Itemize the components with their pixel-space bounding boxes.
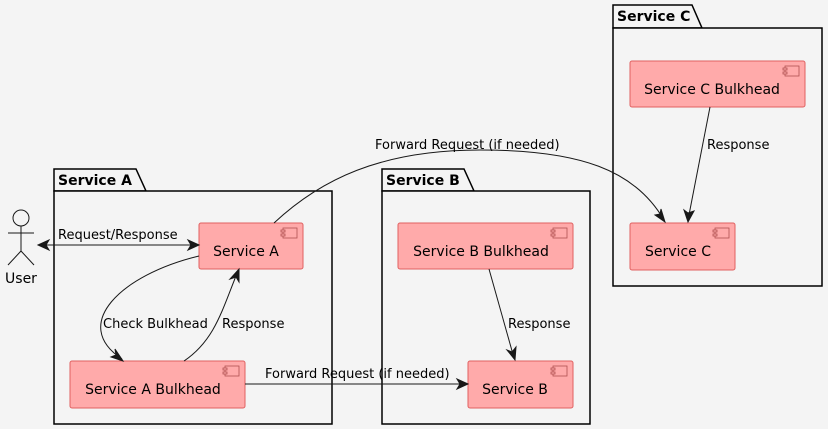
component-service-c-label: Service C bbox=[645, 244, 711, 260]
component-service-a-bulkhead-label: Service A Bulkhead bbox=[85, 382, 221, 398]
component-service-b-bulkhead-label: Service B Bulkhead bbox=[413, 244, 549, 260]
component-service-c-bulkhead: Service C Bulkhead bbox=[629, 60, 806, 108]
component-icon bbox=[550, 365, 568, 377]
edge-a-to-c-forward-label: Forward Request (if needed) bbox=[375, 138, 560, 153]
component-service-c: Service C bbox=[629, 222, 736, 271]
package-service-a-title: Service A bbox=[58, 173, 132, 189]
edge-service-a-to-bulkhead: Check Bulkhead bbox=[100, 255, 208, 362]
edge-user-service-a: Request/Response bbox=[36, 228, 201, 252]
edge-check-bulkhead-label: Check Bulkhead bbox=[103, 317, 208, 332]
component-icon bbox=[222, 365, 240, 377]
component-service-c-bulkhead-label: Service C Bulkhead bbox=[644, 82, 780, 98]
component-service-b-bulkhead: Service B Bulkhead bbox=[397, 222, 574, 270]
component-service-a: Service A bbox=[198, 222, 304, 270]
component-icon bbox=[280, 227, 298, 239]
component-service-a-bulkhead: Service A Bulkhead bbox=[69, 360, 246, 409]
edge-bulkhead-response-label: Response bbox=[222, 317, 284, 332]
actor-user: User bbox=[5, 209, 37, 287]
edge-user-service-a-label: Request/Response bbox=[58, 228, 178, 243]
edge-service-a-to-service-c: Forward Request (if needed) bbox=[273, 138, 666, 224]
component-service-b-label: Service B bbox=[482, 382, 548, 398]
edge-c-bulkhead-response-label: Response bbox=[707, 138, 769, 153]
edge-a-bulkhead-forward-label: Forward Request (if needed) bbox=[265, 367, 450, 382]
edge-c-bulkhead-to-service-c: Response bbox=[683, 106, 769, 224]
component-icon bbox=[782, 65, 800, 77]
component-service-a-label: Service A bbox=[213, 244, 279, 260]
edge-b-bulkhead-to-service-b: Response bbox=[488, 268, 570, 362]
edge-b-bulkhead-response-label: Response bbox=[508, 317, 570, 332]
actor-user-label: User bbox=[5, 271, 37, 287]
edge-a-bulkhead-to-service-b: Forward Request (if needed) bbox=[245, 367, 470, 391]
component-icon bbox=[550, 227, 568, 239]
edge-bulkhead-to-service-a: Response bbox=[183, 267, 284, 362]
package-service-c-title: Service C bbox=[617, 9, 690, 25]
component-icon bbox=[712, 227, 730, 239]
package-service-b-title: Service B bbox=[386, 173, 460, 189]
actor-head bbox=[12, 209, 30, 227]
component-service-b: Service B bbox=[467, 360, 574, 409]
